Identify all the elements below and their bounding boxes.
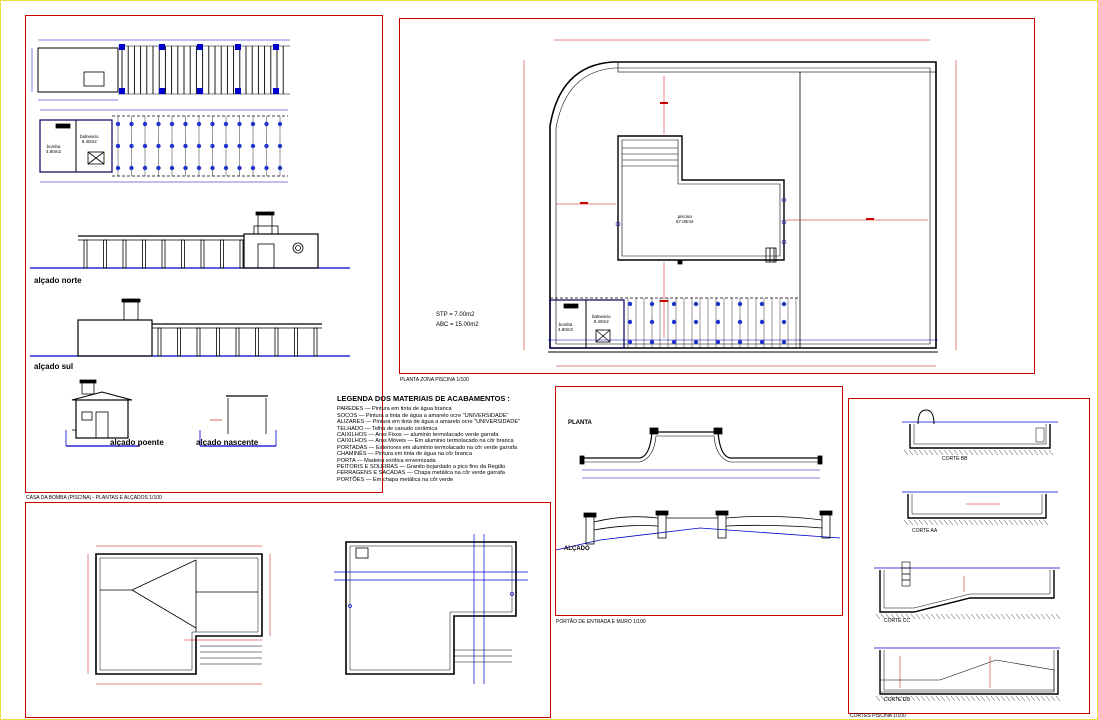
pergola-plan-top [31,39,290,101]
legend-item: CHAMINÉS — Pintura em tinta de água na c… [337,451,472,458]
stat-stp: STP = 7.00m2 [436,312,475,318]
legend-item: ALIZARES — Pintura em tinta de água a am… [337,419,521,426]
stat-abc: ABC = 15.00m2 [436,322,479,328]
legend-item: CAIXILHOS — Aros Móveis — Em aluminio te… [337,438,514,445]
section-dd-label: CORTE DD [884,697,911,703]
legend-item: TELHADO — Telha de canudo cerâmica [337,425,438,432]
legend-item: PORTADAS — Exteriores em aluminio termol… [337,444,518,451]
frame-title-gate: PORTÃO DE ENTRADA E MURO 1/100 [556,619,646,625]
frame-pool-plans [25,502,551,718]
south-elevation-drawing [30,298,350,357]
frame-title-pump-house: CASA DA BOMBA (PISCINA) - PLANTAS E ALÇA… [26,495,162,501]
pool-sections [874,409,1061,702]
west-east-elevation-drawings [65,379,277,447]
legend-item: PORTÕES — Em chapa metálica na côr verde [337,476,454,483]
gate-plan-label: PLANTA [568,420,592,426]
pool-plans-bottom [87,534,528,685]
section-cc-label: CORTE CC [884,618,911,624]
pump-house-plan [39,109,288,183]
gate-elevation-label: ALÇADO [564,546,590,552]
label-east-elevation: alçado nascente [196,438,259,447]
section-bb-label: CORTE BB [942,456,968,462]
area-stats: STP = 7.00m2 ABC = 15.00m2 [436,310,479,330]
legend-item: FERRAGENS E SACADAS — Chapa metálica na … [337,470,505,477]
legend-item: CAIXILHOS — Aros Fixos — aluminio termol… [337,432,499,439]
frame-sections [848,398,1090,714]
frame-title-pool-plan: PLANTA ZONA PISCINA 1/100 [400,377,469,383]
frame-title-sections: CORTES PISCINA 1/100 [850,713,906,719]
section-aa-label: CORTE AA [912,528,938,534]
legend-item: SOCOS — Pintura a tinta de água a amarel… [337,412,509,419]
frame-pool-plan [399,18,1035,374]
gate-and-wall [555,427,841,551]
frame-legend-gate [555,386,843,616]
legend-item: PORTA — Madeira exótica envernizada [337,457,436,464]
label-north-elevation: alçado norte [34,276,82,285]
legend-item: PEITORIS E SOLEIRAS — Granito bojardado … [337,464,506,471]
label-west-elevation: alçado poente [110,438,164,447]
legend-item: PAREDES — Pintura em tinta de água branc… [337,406,452,413]
materials-legend: LEGENDA DOS MATERIAIS DE ACABAMENTOS : P… [337,394,521,483]
pool-zone-plan [523,39,957,367]
label-south-elevation: alçado sul [34,362,74,371]
north-elevation-drawing [30,211,350,269]
frame-pump-house [25,15,383,493]
legend-title: LEGENDA DOS MATERIAIS DE ACABAMENTOS : [337,394,510,403]
